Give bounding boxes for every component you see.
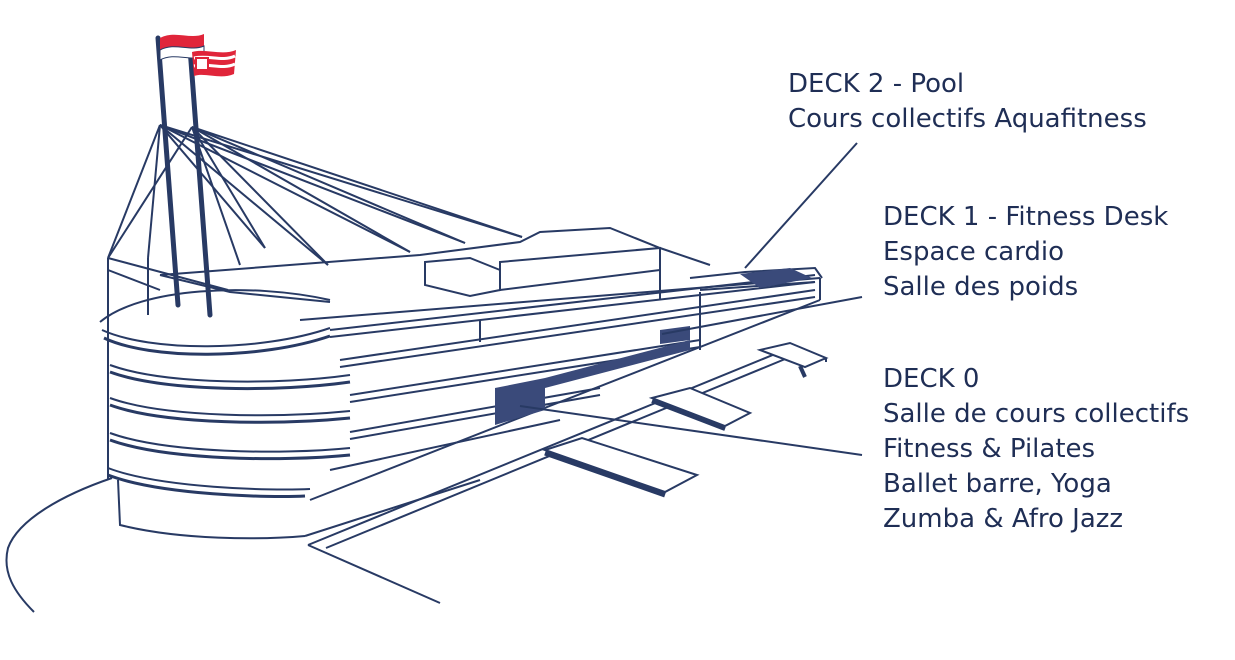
gangway-platforms <box>541 341 829 498</box>
deck-1-title: DECK 1 - Fitness Desk <box>883 202 1169 232</box>
deck-1-activity-weights: Salle des poids <box>883 272 1079 302</box>
deck-2-label: DECK 2 - Pool Cours collectifs Aquafitne… <box>788 67 1147 137</box>
monaco-flag <box>160 34 204 50</box>
deck-2-pool-highlight <box>740 268 812 288</box>
deck-0-title: DECK 0 <box>883 364 980 394</box>
deck-2-activity: Cours collectifs Aquafitness <box>788 104 1147 134</box>
deck-1-label: DECK 1 - Fitness Desk Espace cardio Sall… <box>883 200 1168 305</box>
deck-0-activity-zumba: Zumba & Afro Jazz <box>883 504 1124 534</box>
side-deck-bands <box>329 270 816 471</box>
deck-0-label: DECK 0 Salle de cours collectifs Fitness… <box>883 362 1189 537</box>
deck-0-leader <box>519 405 863 456</box>
deck-0-activity-studio: Salle de cours collectifs <box>883 399 1190 429</box>
deck-1-leader <box>661 296 863 335</box>
deck-0-studio-highlight <box>495 378 545 425</box>
deck-2-leader <box>744 142 858 269</box>
bow-deck-bands <box>99 289 351 499</box>
deck-0-activity-yoga: Ballet barre, Yoga <box>883 469 1112 499</box>
masts <box>155 35 213 318</box>
leader-lines <box>519 142 863 456</box>
deck-2-title: DECK 2 - Pool <box>788 69 965 99</box>
deck-highlights <box>495 268 812 425</box>
deck-1-activity-cardio: Espace cardio <box>883 237 1065 267</box>
flags <box>159 34 236 77</box>
deck-0-activity-pilates: Fitness & Pilates <box>883 434 1096 464</box>
